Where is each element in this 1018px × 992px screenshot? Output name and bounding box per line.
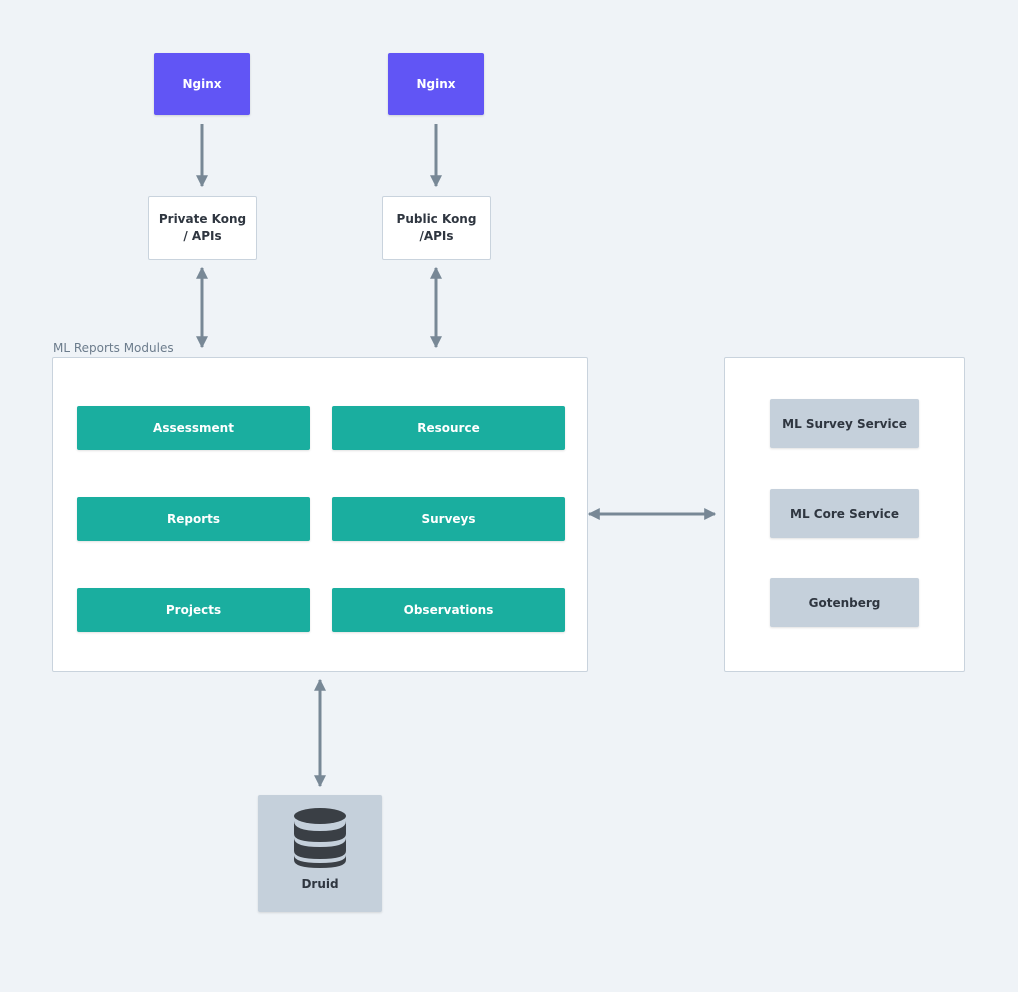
service-label: Gotenberg <box>808 595 881 610</box>
private-kong-box: Private Kong / APIs <box>148 196 257 260</box>
module-label: Observations <box>403 603 494 617</box>
service-ml-survey: ML Survey Service <box>770 399 919 448</box>
public-kong-box: Public Kong /APIs <box>382 196 491 260</box>
module-assessment: Assessment <box>77 406 310 450</box>
module-projects: Projects <box>77 588 310 632</box>
module-observations: Observations <box>332 588 565 632</box>
module-reports: Reports <box>77 497 310 541</box>
module-resource: Resource <box>332 406 565 450</box>
service-ml-core: ML Core Service <box>770 489 919 538</box>
modules-group-label: ML Reports Modules <box>53 341 174 355</box>
nginx-label-2: Nginx <box>416 77 456 91</box>
database-icon <box>294 808 346 868</box>
public-kong-label: Public Kong /APIs <box>396 212 477 243</box>
module-label: Reports <box>166 512 220 526</box>
module-label: Assessment <box>153 421 234 435</box>
service-gotenberg: Gotenberg <box>770 578 919 627</box>
module-surveys: Surveys <box>332 497 565 541</box>
private-kong-label: Private Kong / APIs <box>158 212 247 243</box>
nginx-box-1: Nginx <box>154 53 250 115</box>
service-label: ML Survey Service <box>782 416 907 431</box>
module-label: Resource <box>417 421 480 435</box>
nginx-label-1: Nginx <box>182 77 222 91</box>
nginx-box-2: Nginx <box>388 53 484 115</box>
module-label: Projects <box>165 603 222 617</box>
druid-label: Druid <box>301 877 339 891</box>
module-label: Surveys <box>421 512 476 526</box>
druid-box: Druid <box>258 795 382 912</box>
service-label: ML Core Service <box>790 506 899 521</box>
